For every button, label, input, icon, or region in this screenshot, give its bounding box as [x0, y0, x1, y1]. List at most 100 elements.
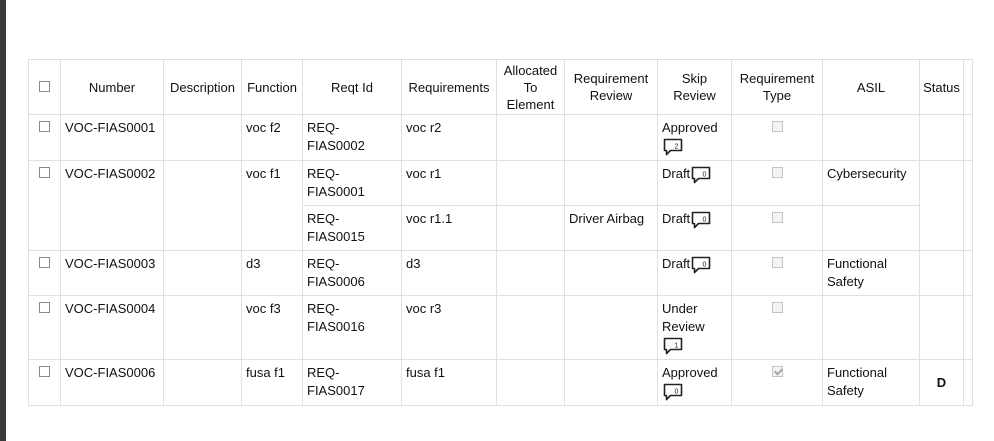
row-select-checkbox[interactable]	[39, 302, 50, 313]
allocated-cell[interactable]	[496, 359, 565, 406]
requirement-cell[interactable]: voc r3	[401, 295, 497, 360]
reqt-id-cell[interactable]: REQ-FIAS0006	[302, 250, 402, 296]
number-cell[interactable]: VOC-FIAS0003	[60, 250, 164, 296]
reqt-id-cell[interactable]: REQ-FIAS0016	[302, 295, 402, 360]
comment-count: 0	[703, 261, 707, 268]
review-status-text: Draft	[662, 211, 691, 226]
comment-icon[interactable]: 0	[663, 383, 683, 401]
description-cell[interactable]	[163, 114, 242, 161]
requirement-cell[interactable]: voc r2	[401, 114, 497, 161]
status-cell[interactable]	[919, 295, 964, 360]
status-cell[interactable]	[919, 114, 964, 161]
table-row: VOC-FIAS0001 voc f2 REQ-FIAS0002 voc r2 …	[28, 114, 973, 161]
row-select-checkbox[interactable]	[39, 121, 50, 132]
requirement-type-checkbox	[771, 366, 783, 377]
function-cell[interactable]: voc f2	[241, 114, 303, 161]
requirement-type-cell	[731, 359, 823, 406]
comment-icon[interactable]: 2	[663, 138, 683, 156]
reqt-id-cell[interactable]: REQ-FIAS0002	[302, 114, 402, 161]
allocated-cell[interactable]	[496, 205, 565, 251]
number-cell[interactable]: VOC-FIAS0004	[60, 295, 164, 360]
requirement-review-cell[interactable]: Driver Airbag	[564, 205, 658, 251]
skip-review-cell[interactable]: Under Review 1	[657, 295, 732, 360]
number-cell[interactable]: VOC-FIAS0002	[60, 160, 164, 251]
column-header-status[interactable]: Status	[919, 59, 964, 115]
asil-cell[interactable]: Cybersecurity	[822, 160, 920, 206]
review-status-text: Draft	[662, 166, 691, 181]
requirement-cell[interactable]: d3	[401, 250, 497, 296]
function-cell[interactable]: voc f1	[241, 160, 303, 251]
comment-icon[interactable]: 0	[691, 256, 711, 274]
header-label: Review	[673, 88, 716, 103]
header-label: Reqt Id	[331, 79, 373, 95]
number-cell[interactable]: VOC-FIAS0001	[60, 114, 164, 161]
column-header-number[interactable]: Number	[60, 59, 164, 115]
window-left-edge	[0, 0, 6, 441]
select-all-checkbox[interactable]	[39, 80, 50, 92]
column-header-requirement-review[interactable]: Requirement Review	[564, 59, 658, 115]
description-cell[interactable]	[163, 295, 242, 360]
asil-cell[interactable]	[822, 205, 920, 251]
asil-cell[interactable]	[822, 114, 920, 161]
header-label: Requirement	[739, 71, 815, 86]
status-cell[interactable]	[919, 160, 964, 251]
allocated-cell[interactable]	[496, 114, 565, 161]
table-row: VOC-FIAS0004 voc f3 REQ-FIAS0016 voc r3 …	[28, 295, 973, 360]
review-status-text: Approved	[662, 365, 718, 380]
header-label: Review	[589, 88, 633, 103]
column-header-asil[interactable]: ASIL	[822, 59, 920, 115]
asil-cell[interactable]: Functional Safety	[822, 359, 920, 406]
allocated-cell[interactable]	[496, 160, 565, 206]
description-cell[interactable]	[163, 250, 242, 296]
allocated-cell[interactable]	[496, 295, 565, 360]
table-row: VOC-FIAS0006 fusa f1 REQ-FIAS0017 fusa f…	[28, 359, 973, 406]
header-label: ASIL	[856, 79, 886, 95]
row-select-cell	[28, 160, 61, 251]
number-cell[interactable]: VOC-FIAS0006	[60, 359, 164, 406]
comment-icon[interactable]: 0	[691, 211, 711, 229]
comment-count: 2	[675, 143, 679, 150]
description-cell[interactable]	[163, 359, 242, 406]
skip-review-cell[interactable]: Approved 2	[657, 114, 732, 161]
allocated-cell[interactable]	[496, 250, 565, 296]
requirement-type-checkbox	[771, 121, 783, 132]
status-cell[interactable]: D	[919, 359, 964, 406]
column-header-skip-review[interactable]: Skip Review	[657, 59, 732, 115]
requirement-review-cell[interactable]	[564, 160, 658, 206]
asil-cell[interactable]: Functional Safety	[822, 250, 920, 296]
requirement-cell[interactable]: voc r1.1	[401, 205, 497, 251]
reqt-id-cell[interactable]: REQ-FIAS0001	[302, 160, 402, 206]
function-cell[interactable]: voc f3	[241, 295, 303, 360]
function-cell[interactable]: d3	[241, 250, 303, 296]
asil-cell[interactable]	[822, 295, 920, 360]
skip-review-cell[interactable]: Approved 0	[657, 359, 732, 406]
extra-cell	[963, 114, 973, 161]
comment-icon[interactable]: 1	[663, 337, 683, 355]
column-header-function[interactable]: Function	[241, 59, 303, 115]
column-header-description[interactable]: Description	[163, 59, 242, 115]
requirement-review-cell[interactable]	[564, 295, 658, 360]
column-header-reqt-id[interactable]: Reqt Id	[302, 59, 402, 115]
function-cell[interactable]: fusa f1	[241, 359, 303, 406]
reqt-id-cell[interactable]: REQ-FIAS0015	[302, 205, 402, 251]
column-header-requirements[interactable]: Requirements	[401, 59, 497, 115]
description-cell[interactable]	[163, 160, 242, 251]
requirement-cell[interactable]: fusa f1	[401, 359, 497, 406]
row-select-cell	[28, 250, 61, 296]
row-select-checkbox[interactable]	[39, 167, 50, 178]
column-header-requirement-type[interactable]: Requirement Type	[731, 59, 823, 115]
reqt-id-cell[interactable]: REQ-FIAS0017	[302, 359, 402, 406]
requirement-review-cell[interactable]	[564, 250, 658, 296]
requirement-review-cell[interactable]	[564, 359, 658, 406]
comment-icon[interactable]: 0	[691, 166, 711, 184]
row-select-checkbox[interactable]	[39, 366, 50, 377]
requirement-cell[interactable]: voc r1	[401, 160, 497, 206]
requirement-review-cell[interactable]	[564, 114, 658, 161]
comment-count: 1	[675, 342, 679, 349]
row-select-checkbox[interactable]	[39, 257, 50, 268]
status-cell[interactable]	[919, 250, 964, 296]
column-header-allocated-to-element[interactable]: Allocated To Element	[496, 59, 565, 115]
